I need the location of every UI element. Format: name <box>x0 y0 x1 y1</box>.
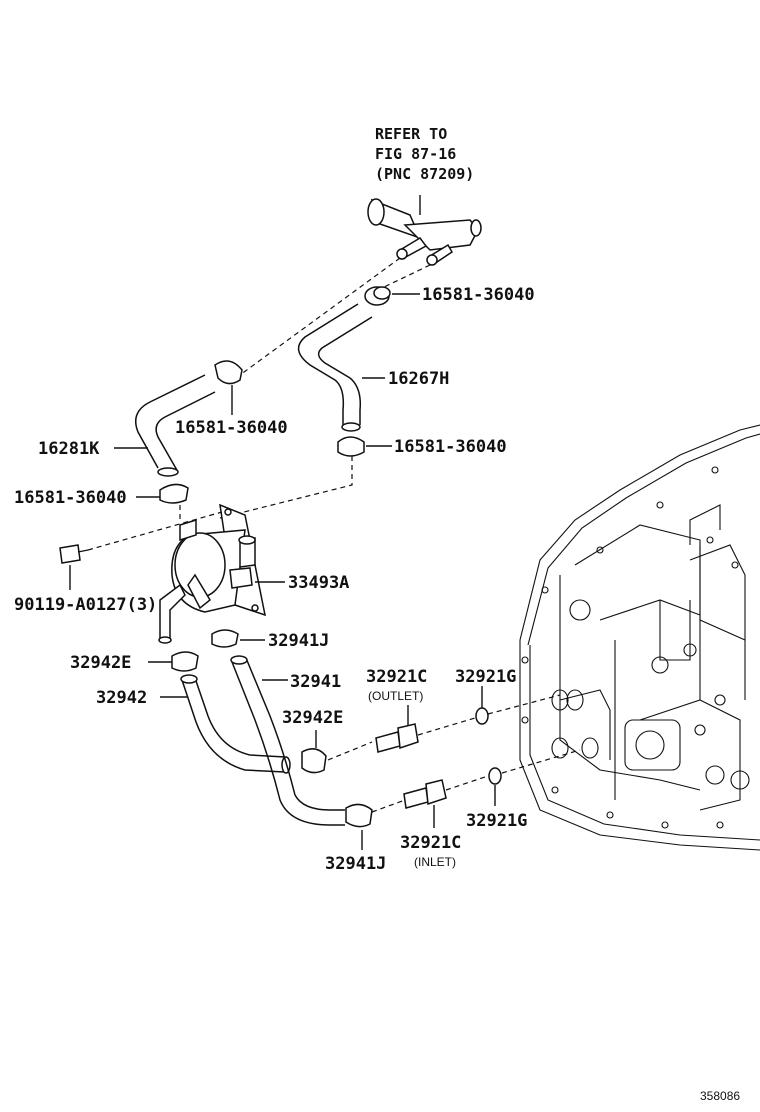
hose-clamp-illustration <box>345 803 373 828</box>
label-outlet-note: (OUTLET) <box>368 689 423 703</box>
gasket-illustration <box>488 767 502 806</box>
label-gasket-32921g: 32921G <box>466 811 527 831</box>
hose-clamp-illustration <box>171 651 199 672</box>
label-hose-16281k: 16281K <box>38 439 100 459</box>
label-clamp-16581-36040: 16581-36040 <box>394 437 507 457</box>
label-clamp-32942e: 32942E <box>70 653 131 673</box>
label-oil-cooler-33493a: 33493A <box>288 573 349 593</box>
hose-clamp-illustration <box>364 286 391 306</box>
oil-cooler-hose-illustration <box>180 674 291 774</box>
gasket-illustration <box>475 686 489 725</box>
hose-clamp-illustration <box>159 483 189 504</box>
label-bolt-90119-a0127: 90119-A0127(3) <box>14 595 157 615</box>
label-clamp-32941j: 32941J <box>268 631 329 651</box>
label-clamp-32942e: 32942E <box>282 708 343 728</box>
bolt-illustration <box>59 544 89 564</box>
union-outlet-illustration <box>375 705 419 753</box>
label-clamp-16581-36040: 16581-36040 <box>14 488 127 508</box>
label-inlet-note: (INLET) <box>414 855 456 869</box>
oil-cooler-hose-illustration <box>230 655 345 826</box>
label-union-32921c-inlet: 32921C <box>400 833 461 853</box>
hose-clamp-illustration <box>337 436 365 457</box>
reference-line-1: REFER TO <box>375 125 447 143</box>
hose-clamp-illustration <box>214 360 243 385</box>
hose-clamp-illustration <box>211 629 239 648</box>
water-hose-illustration <box>297 303 373 432</box>
label-hose-16267h: 16267H <box>388 369 449 389</box>
hose-clamp-illustration <box>301 748 327 774</box>
transmission-case-illustration <box>519 424 760 851</box>
label-clamp-32941j: 32941J <box>325 854 386 874</box>
oil-cooler-illustration <box>158 503 266 644</box>
water-hose-illustration <box>135 374 216 477</box>
water-union-illustration <box>367 195 482 266</box>
label-hose-32941: 32941 <box>290 672 341 692</box>
union-inlet-illustration <box>403 779 447 828</box>
label-hose-32942: 32942 <box>96 688 147 708</box>
reference-line-2: FIG 87-16 <box>375 145 456 163</box>
label-gasket-32921g: 32921G <box>455 667 516 687</box>
figure-id: 358086 <box>700 1089 740 1103</box>
label-clamp-16581-36040: 16581-36040 <box>175 418 288 438</box>
reference-line-3: (PNC 87209) <box>375 165 474 183</box>
label-union-32921c-outlet: 32921C <box>366 667 427 687</box>
label-clamp-16581-36040: 16581-36040 <box>422 285 535 305</box>
